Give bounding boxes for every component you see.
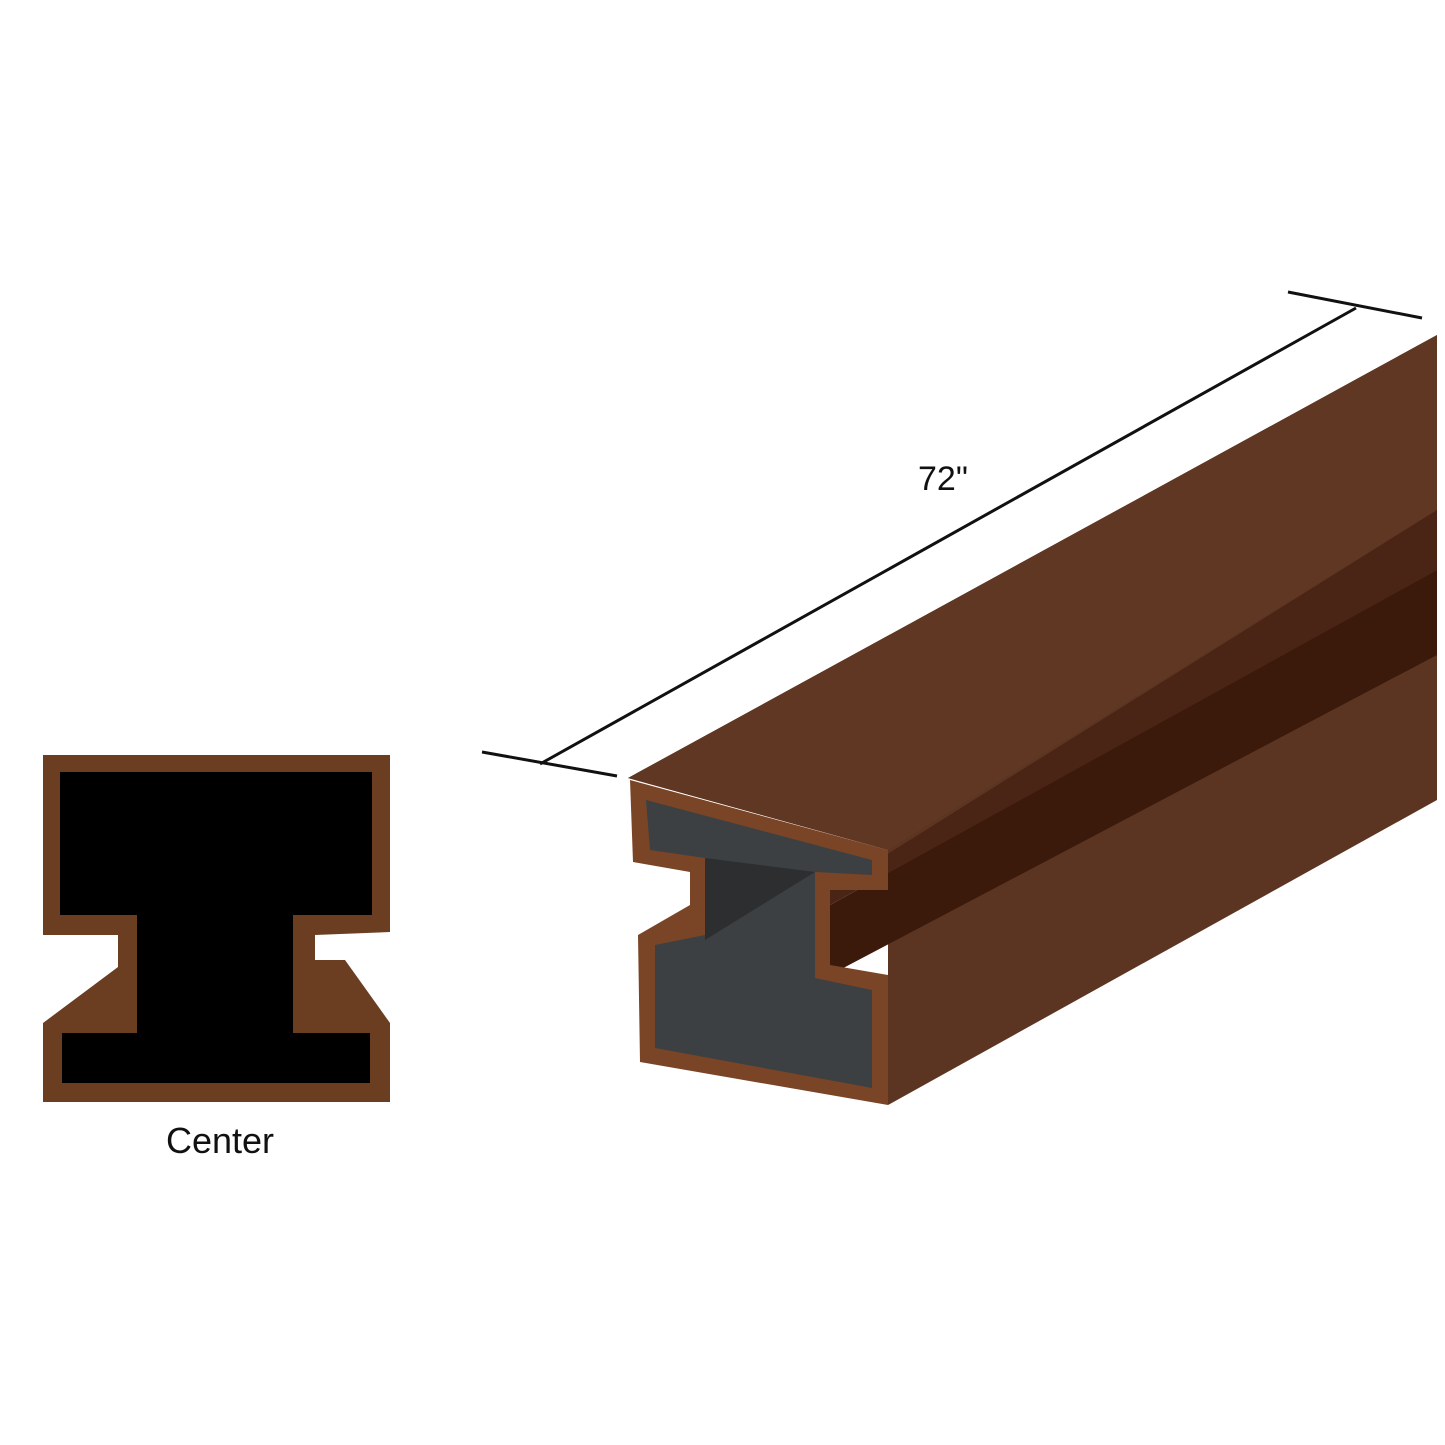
- beam-core-shadow: [705, 858, 815, 940]
- profile-core: [60, 772, 372, 1083]
- beam-top-face: [628, 335, 1437, 850]
- dimension-tick-right: [1287, 290, 1423, 320]
- cross-section-profile: [43, 755, 390, 1102]
- dimension-line: [539, 306, 1357, 766]
- length-dimension: [481, 290, 1423, 778]
- length-label: 72": [918, 460, 968, 498]
- beam-groove: [830, 570, 1437, 975]
- beam-3d: [628, 335, 1437, 1105]
- beam-front-core: [646, 800, 872, 1088]
- dimension-tick-left: [481, 750, 618, 778]
- cross-section-label: Center: [165, 1120, 275, 1161]
- beam-groove-shade: [830, 510, 1437, 905]
